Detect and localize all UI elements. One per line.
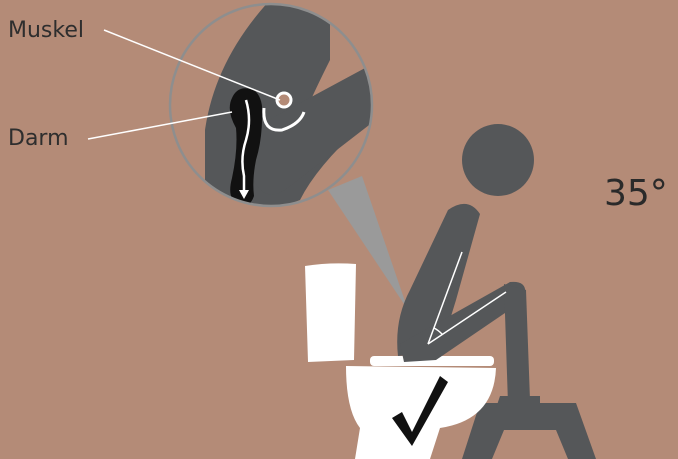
angle-label: 35° (604, 176, 668, 212)
footstool (462, 403, 596, 459)
intestine-label: Darm (8, 128, 69, 150)
figure-lower-leg (504, 284, 530, 404)
figure-head (462, 124, 534, 196)
figure-foot (496, 396, 540, 408)
toilet-tank (305, 263, 356, 362)
muscle-label: Muskel (8, 20, 84, 42)
